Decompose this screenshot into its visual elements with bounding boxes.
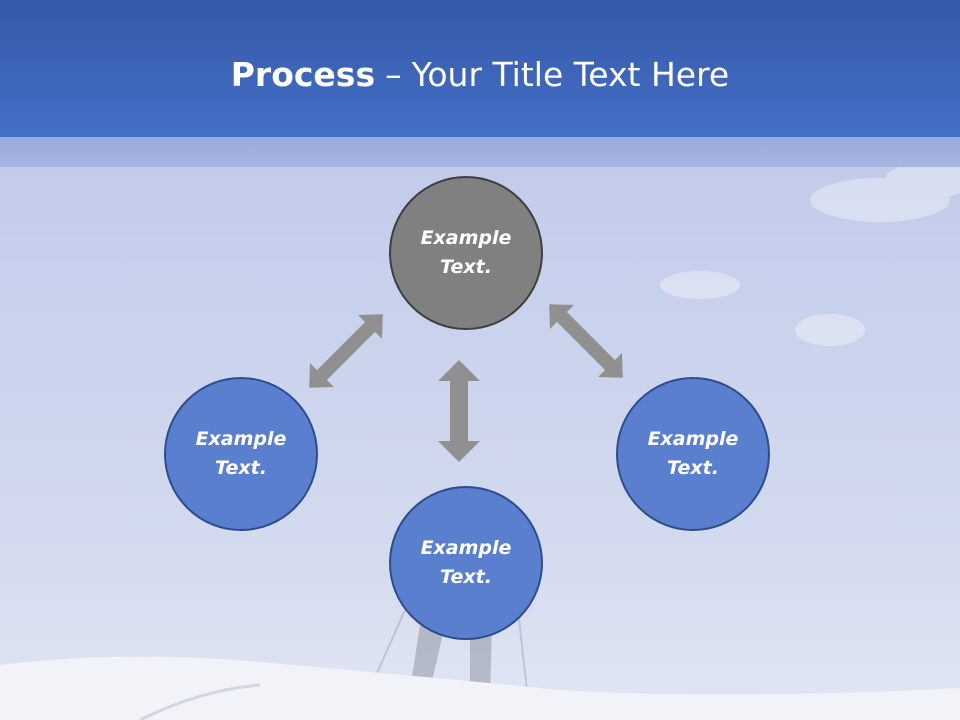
node-left: Example Text. bbox=[164, 377, 318, 531]
title-rest: Your Title Text Here bbox=[411, 55, 730, 94]
node-label: Example Text. bbox=[647, 428, 739, 479]
ski-tracks bbox=[139, 683, 261, 720]
double-arrow-icon bbox=[549, 304, 623, 378]
arrow-top-left bbox=[309, 314, 383, 388]
arrow-top-right bbox=[549, 304, 623, 378]
skier-silhouette bbox=[364, 609, 529, 701]
slide-title: Process–Your Title Text Here bbox=[0, 52, 960, 98]
cloud-shape bbox=[660, 162, 960, 346]
node-top: Example Text. bbox=[389, 176, 543, 330]
node-label: Example Text. bbox=[420, 227, 512, 278]
node-label: Example Text. bbox=[420, 537, 512, 588]
double-arrow-icon bbox=[309, 314, 383, 388]
node-bottom: Example Text. bbox=[389, 486, 543, 640]
title-bar-underline bbox=[0, 137, 960, 167]
node-label: Example Text. bbox=[195, 428, 287, 479]
node-right: Example Text. bbox=[616, 377, 770, 531]
title-bar bbox=[0, 0, 960, 137]
snow-hill bbox=[0, 656, 960, 720]
title-strong: Process bbox=[230, 55, 376, 94]
title-separator: – bbox=[385, 55, 402, 94]
double-arrow-icon bbox=[438, 360, 480, 462]
arrow-top-bottom bbox=[438, 360, 480, 462]
